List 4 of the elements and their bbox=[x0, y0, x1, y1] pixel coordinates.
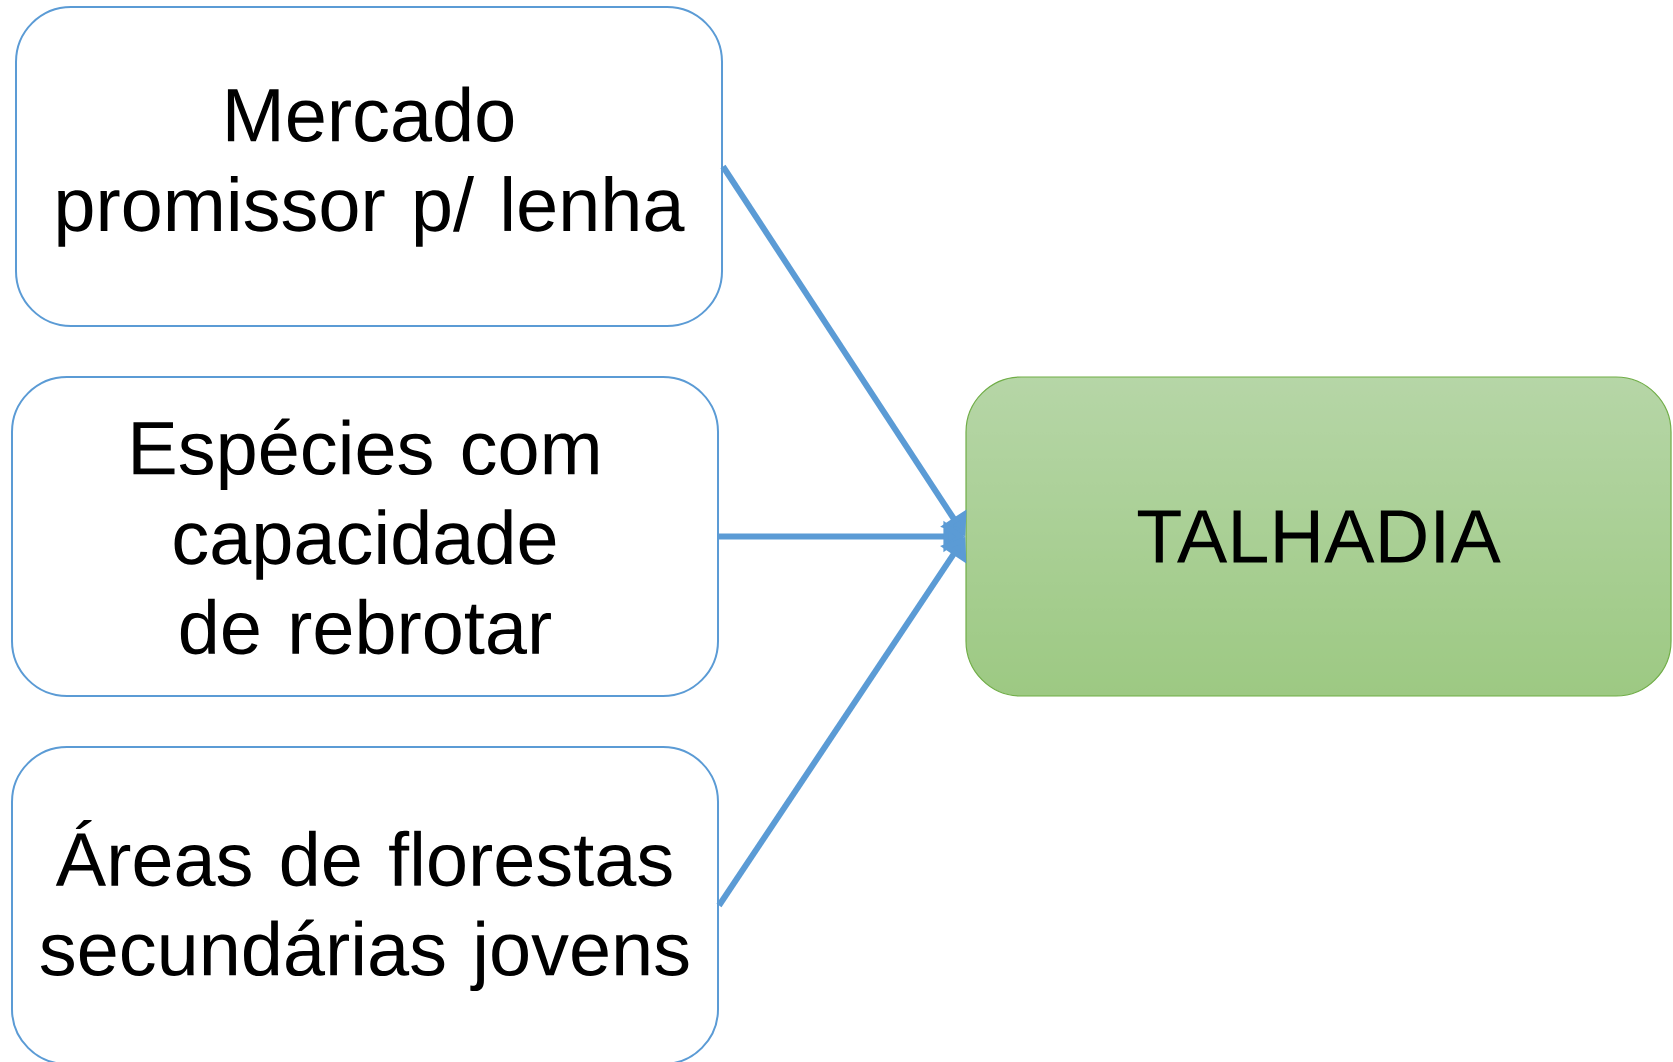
factor-box: Espécies com capacidade de rebrotar bbox=[11, 376, 719, 697]
factor-box: Mercado promissor p/ lenha bbox=[15, 6, 723, 327]
result-box: TALHADIA bbox=[965, 376, 1672, 697]
factor-box: Áreas de florestas secundárias jovens bbox=[11, 746, 719, 1062]
